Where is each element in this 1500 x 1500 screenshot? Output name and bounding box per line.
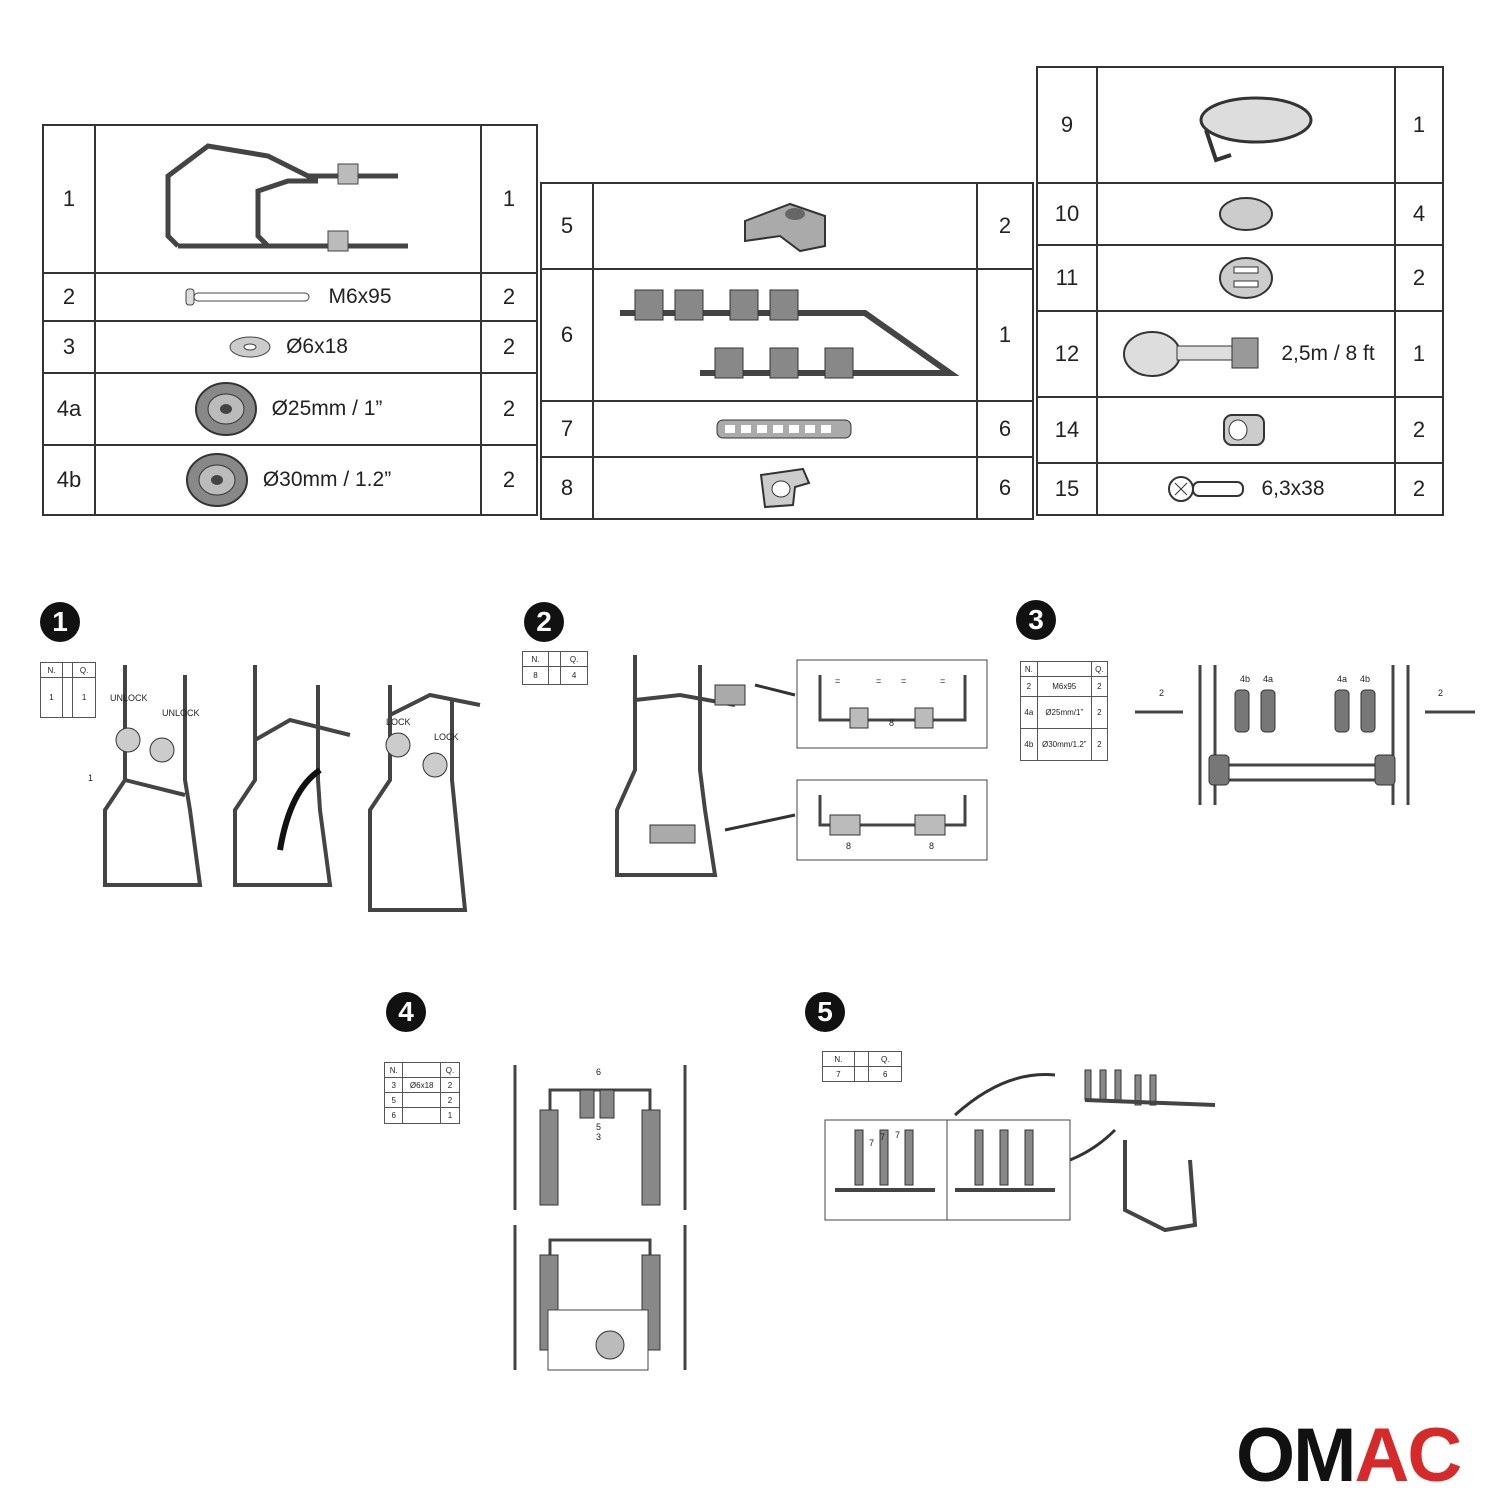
bike-arm-icon bbox=[620, 289, 960, 378]
knob-disc-icon bbox=[194, 382, 257, 436]
part-qty: 6 bbox=[976, 400, 1034, 458]
callout-8: 8 bbox=[846, 841, 852, 851]
part-number: 1 bbox=[42, 124, 96, 274]
part-qty: 2 bbox=[480, 320, 538, 374]
parts-table-2: 5 2 6 1 7 6 8 6 bbox=[540, 182, 1034, 520]
equal-mark: = bbox=[835, 676, 841, 686]
lock-label: LOCK bbox=[434, 732, 459, 742]
equal-mark: = bbox=[901, 676, 907, 686]
part-qty: 2 bbox=[1394, 244, 1444, 312]
callout-3: 3 bbox=[596, 1132, 602, 1142]
strap-roll-icon bbox=[1199, 96, 1313, 163]
part-spec: Ø30mm / 1.2” bbox=[262, 468, 392, 491]
frame-icon bbox=[165, 143, 408, 252]
callout-7: 7 bbox=[869, 1138, 875, 1148]
part-spec: Ø25mm / 1” bbox=[271, 397, 383, 420]
unlock-label: UNLOCK bbox=[162, 708, 200, 718]
part-number: 8 bbox=[540, 456, 594, 520]
clamp-knob-icon bbox=[744, 202, 826, 253]
part-qty: 2 bbox=[976, 182, 1034, 270]
part-spec: 6,3x38 bbox=[1261, 477, 1325, 500]
part-number: 6 bbox=[540, 268, 594, 402]
step-4-assembly-drawings bbox=[513, 1065, 687, 1371]
callout-2: 2 bbox=[1159, 688, 1165, 698]
equal-mark: = bbox=[940, 676, 946, 686]
part-spec: 2,5m / 8 ft bbox=[1281, 342, 1375, 365]
part-qty: 2 bbox=[1394, 396, 1444, 464]
buckle-icon bbox=[1219, 257, 1273, 299]
callout-4a: 4a bbox=[1337, 674, 1348, 684]
callout-7: 7 bbox=[895, 1130, 901, 1140]
part-number: 7 bbox=[540, 400, 594, 458]
parts-table-1: 1 1 2 M6x95 2 3 Ø6x18 2 4a Ø25mm / 1” 2 … bbox=[42, 124, 538, 516]
ratchet-strap-icon bbox=[1123, 331, 1259, 377]
step-4-badge: 4 bbox=[386, 992, 426, 1032]
callout-4a: 4a bbox=[1263, 674, 1274, 684]
bolt-icon bbox=[185, 288, 310, 306]
step-3-badge: 3 bbox=[1016, 600, 1056, 640]
part-number: 9 bbox=[1036, 66, 1098, 184]
part-number: 4b bbox=[42, 444, 96, 516]
callout-8: 8 bbox=[889, 718, 895, 728]
part-number: 10 bbox=[1036, 182, 1098, 246]
step-2-frame-drawing bbox=[615, 655, 988, 877]
screw-icon bbox=[1168, 476, 1245, 502]
callout-4b: 4b bbox=[1240, 674, 1251, 684]
callout-5: 5 bbox=[596, 1122, 602, 1132]
part-number: 14 bbox=[1036, 396, 1098, 464]
pad-icon bbox=[1219, 197, 1273, 231]
part-number: 2 bbox=[42, 272, 96, 322]
step-5-assembly-drawing bbox=[824, 1069, 1216, 1233]
part-spec: M6x95 bbox=[328, 285, 392, 308]
part-number: 4a bbox=[42, 372, 96, 446]
part-qty: 1 bbox=[976, 268, 1034, 402]
step-3-assembly-drawing bbox=[1135, 665, 1475, 805]
lock-label: LOCK bbox=[386, 717, 411, 727]
washer-icon bbox=[229, 336, 271, 358]
part-qty: 2 bbox=[480, 372, 538, 446]
strap-icon bbox=[716, 419, 852, 439]
clip-icon bbox=[759, 467, 811, 509]
part-qty: 6 bbox=[976, 456, 1034, 520]
callout-7: 7 bbox=[880, 1132, 886, 1142]
knob-disc-icon bbox=[185, 453, 248, 507]
part-number: 15 bbox=[1036, 462, 1098, 516]
omac-logo: OMAC bbox=[1236, 1413, 1462, 1498]
part-number: 11 bbox=[1036, 244, 1098, 312]
callout-4b: 4b bbox=[1360, 674, 1371, 684]
part-image-frame bbox=[94, 124, 482, 274]
unlock-label: UNLOCK bbox=[110, 693, 148, 703]
callout-1: 1 bbox=[88, 773, 94, 783]
part-qty: 2 bbox=[480, 444, 538, 516]
callout-6: 6 bbox=[596, 1067, 602, 1077]
part-qty: 2 bbox=[480, 272, 538, 322]
part-qty: 1 bbox=[1394, 66, 1444, 184]
part-number: 12 bbox=[1036, 310, 1098, 398]
step-1-badge: 1 bbox=[40, 602, 80, 642]
part-qty: 2 bbox=[1394, 462, 1444, 516]
part-qty: 4 bbox=[1394, 182, 1444, 246]
parts-table-3: 9 1 10 4 11 2 12 2,5m / 8 ft 1 14 2 15 6… bbox=[1036, 66, 1444, 516]
part-number: 5 bbox=[540, 182, 594, 270]
callout-2: 2 bbox=[1438, 688, 1444, 698]
part-spec: Ø6x18 bbox=[286, 335, 348, 358]
step-2-badge: 2 bbox=[524, 602, 564, 642]
step-5-badge: 5 bbox=[805, 992, 845, 1032]
cap-icon bbox=[1223, 414, 1265, 446]
part-number: 3 bbox=[42, 320, 96, 374]
part-qty: 1 bbox=[480, 124, 538, 274]
part-qty: 1 bbox=[1394, 310, 1444, 398]
equal-mark: = bbox=[876, 676, 882, 686]
callout-8: 8 bbox=[929, 841, 935, 851]
step-1-frame-drawings bbox=[103, 665, 481, 912]
